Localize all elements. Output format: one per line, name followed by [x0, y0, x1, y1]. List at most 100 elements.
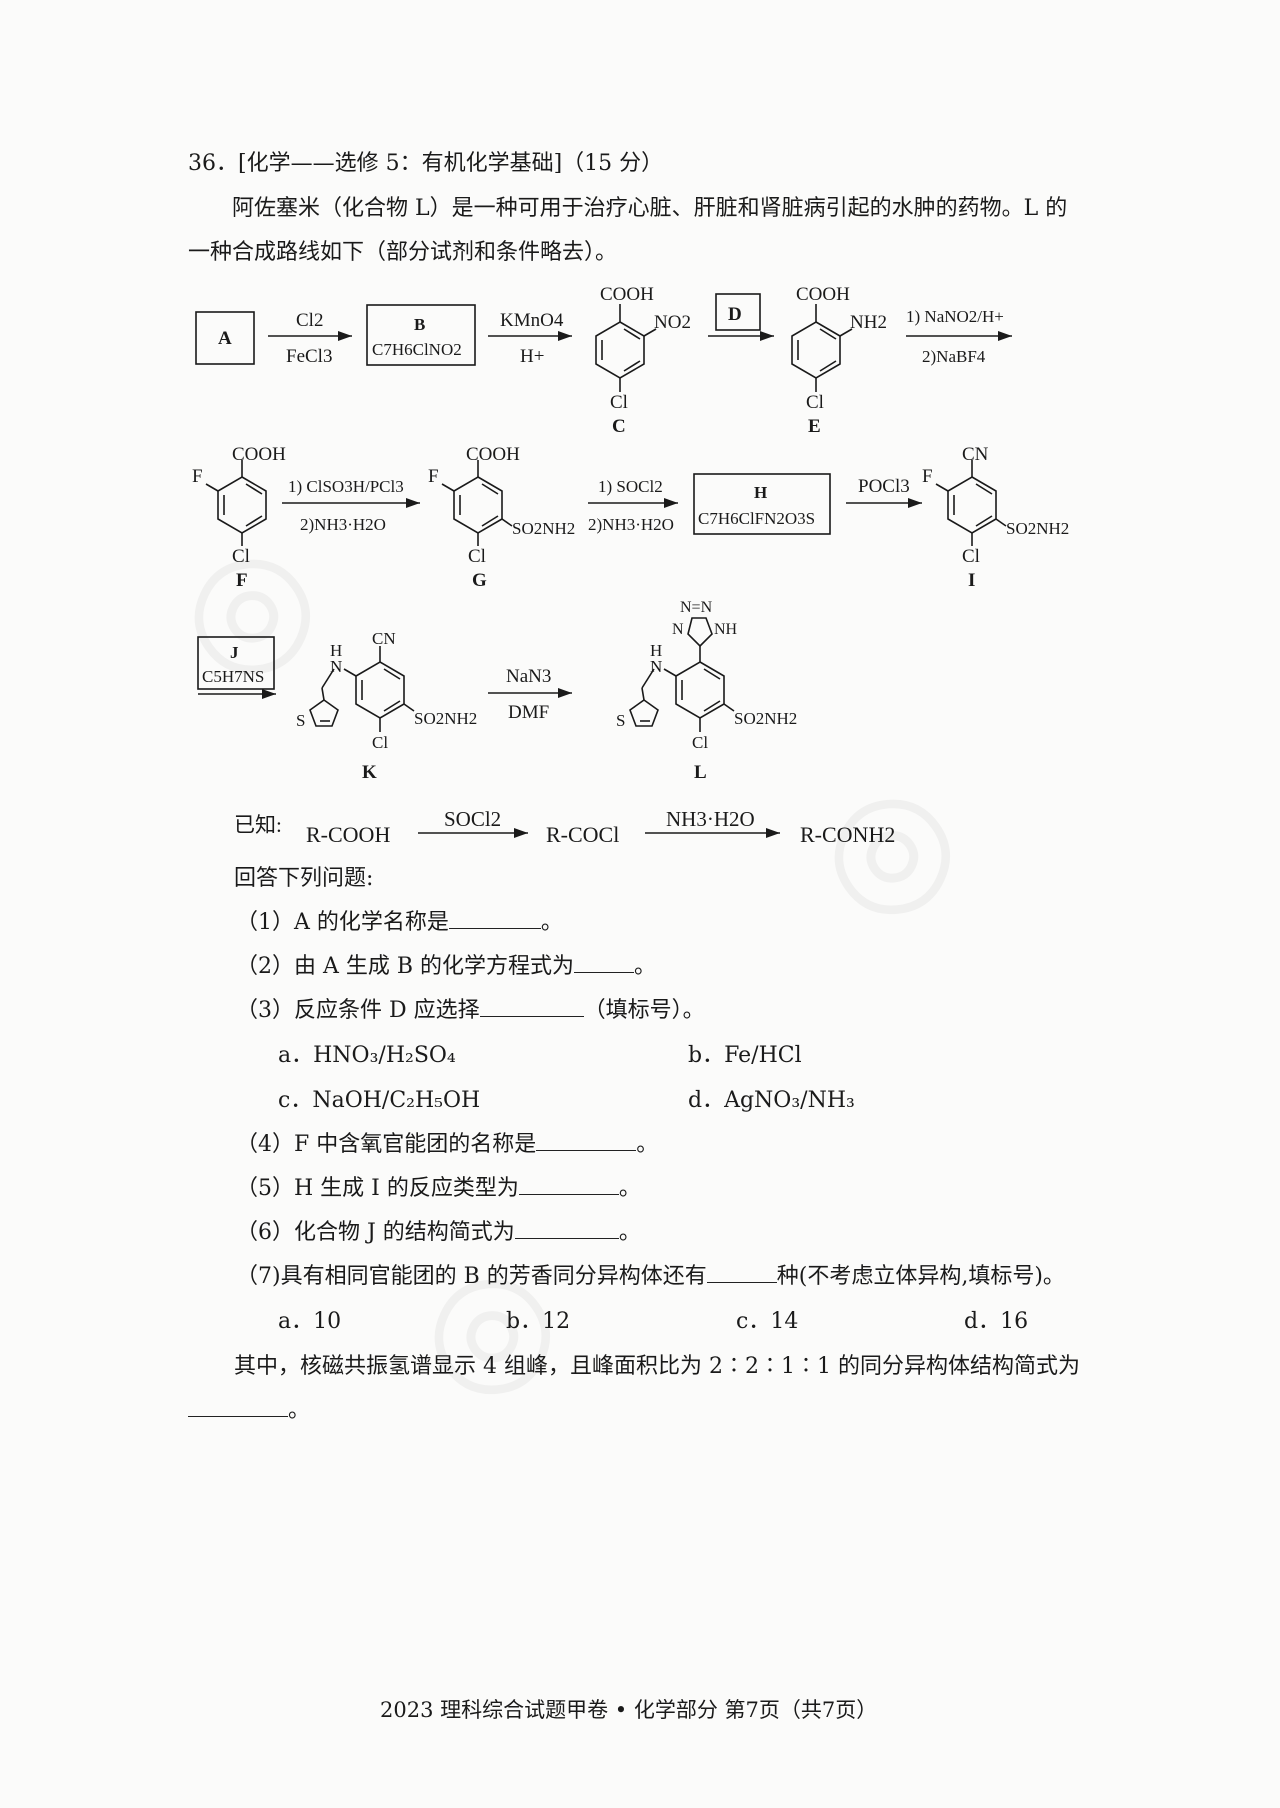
compound-A-label: A	[218, 328, 232, 349]
known-end: R-CONH2	[800, 822, 895, 847]
compound-C-label: C	[612, 416, 626, 437]
step-KL-top: NaN3	[506, 666, 551, 687]
answer-blank-5[interactable]	[518, 1193, 619, 1195]
intro-line-1: 阿佐塞米（化合物 L）是一种可用于治疗心脏、肝脏和肾脏病引起的水肿的药物。L 的	[232, 196, 1068, 221]
group-N-L: N	[650, 657, 662, 676]
answer-blank-6[interactable]	[514, 1237, 619, 1239]
q3-option-d: d．AgNO₃/NH₃	[688, 1088, 855, 1113]
step-AB-top: Cl2	[296, 310, 323, 331]
question-5: （5）H 生成 I 的反应类型为。	[236, 1176, 641, 1201]
compound-B-formula: C7H6ClNO2	[372, 340, 462, 359]
compound-F-label: F	[236, 570, 248, 591]
reagent-J-formula: C5H7NS	[202, 667, 264, 686]
q3-option-a: a．HNO₃/H₂SO₄	[278, 1043, 456, 1068]
answer-blank-8[interactable]	[188, 1415, 288, 1417]
question-header: 36．[化学——选修 5：有机化学基础]（15 分）	[188, 151, 664, 176]
compound-K-label: K	[362, 762, 377, 783]
question-2-text: （2）由 A 生成 B 的化学方程式为	[236, 954, 575, 979]
question-4-text: （4）F 中含氧官能团的名称是	[236, 1132, 537, 1157]
answer-blank-7[interactable]	[706, 1281, 777, 1283]
group-Cl-K: Cl	[372, 733, 388, 752]
answer-blank-1[interactable]	[448, 927, 541, 929]
q7-option-b: b．12	[506, 1309, 571, 1334]
question-3-text: （3）反应条件 D 应选择	[236, 998, 480, 1023]
group-Cl-I: Cl	[962, 546, 980, 567]
reagent-J-label: J	[230, 643, 239, 662]
group-SO2NH2-K: SO2NH2	[414, 709, 477, 728]
question-6: （6）化合物 J 的结构简式为。	[236, 1220, 641, 1245]
reagent-D-box	[715, 293, 761, 331]
compound-I-label: I	[968, 570, 975, 591]
group-COOH-F: COOH	[232, 444, 286, 465]
compound-A-box	[195, 311, 255, 365]
question-7-extra-answer: 。	[188, 1400, 310, 1422]
known-mid: R-COCl	[546, 822, 619, 847]
group-SO2NH2-I: SO2NH2	[1006, 519, 1069, 538]
step-BC-bottom: H+	[520, 346, 544, 367]
q3-option-c: c．NaOH/C₂H₅OH	[278, 1088, 481, 1113]
group-NO2: NO2	[654, 312, 691, 333]
step-HI-top: POCl3	[858, 476, 910, 497]
step-FG-bottom: 2)NH3·H2O	[300, 515, 386, 534]
compound-H-box	[693, 473, 831, 535]
reagent-J-box	[197, 636, 275, 690]
known-start: R-COOH	[306, 822, 390, 847]
compound-B-label: B	[414, 315, 425, 334]
group-Cl-G: Cl	[468, 546, 486, 567]
q7-option-c: c．14	[736, 1309, 799, 1334]
q3-option-b: b．Fe/HCl	[688, 1043, 802, 1068]
group-CN-K: CN	[372, 629, 396, 648]
step-AB-bottom: FeCl3	[286, 346, 332, 367]
question-3: （3）反应条件 D 应选择（填标号）。	[236, 1000, 705, 1022]
page-footer: 2023 理科综合试题甲卷 • 化学部分 第7页（共7页）	[380, 1698, 878, 1722]
group-tetrazole-N: N	[672, 621, 684, 638]
group-tetrazole-NH: NH	[714, 621, 738, 638]
group-H-L: H	[650, 641, 662, 660]
question-2: （2）由 A 生成 B 的化学方程式为。	[236, 954, 657, 979]
question-6-text: （6）化合物 J 的结构简式为	[236, 1220, 515, 1245]
compound-H-label: H	[754, 483, 767, 502]
compound-L-label: L	[694, 762, 707, 783]
group-S-L: S	[616, 711, 625, 730]
question-4: （4）F 中含氧官能团的名称是。	[236, 1132, 659, 1157]
q7-option-a: a．10	[278, 1309, 342, 1334]
step-BC-top: KMnO4	[500, 310, 564, 331]
group-CN-I: CN	[962, 444, 989, 465]
reagent-D-label: D	[728, 304, 742, 325]
question-7-text: （7)具有相同官能团的 B 的芳香同分异构体还有	[236, 1264, 707, 1289]
question-1-text: （1）A 的化学名称是	[236, 910, 449, 935]
synthesis-scheme: A B C7H6ClNO2 Cl2 FeCl3 KMnO4 H+ COOH NO…	[192, 284, 1069, 847]
group-S-K: S	[296, 711, 305, 730]
q7-option-d: d．16	[964, 1309, 1029, 1334]
group-COOH-C: COOH	[600, 284, 654, 305]
group-F-I: F	[922, 466, 933, 487]
group-F-F: F	[192, 466, 203, 487]
answer-blank-2[interactable]	[574, 971, 635, 973]
group-Cl-E: Cl	[806, 392, 824, 413]
known-reagent1: SOCl2	[444, 807, 501, 831]
intro-line-2: 一种合成路线如下（部分试剂和条件略去）。	[188, 240, 618, 265]
question-5-text: （5）H 生成 I 的反应类型为	[236, 1176, 519, 1201]
answer-blank-3[interactable]	[479, 1015, 584, 1017]
step-EF-top: 1) NaNO2/H+	[906, 307, 1004, 326]
group-Cl-F: Cl	[232, 546, 250, 567]
group-SO2NH2-G: SO2NH2	[512, 519, 575, 538]
step-KL-bottom: DMF	[508, 702, 549, 723]
group-F-G: F	[428, 466, 439, 487]
step-FG-top: 1) ClSO3H/PCl3	[288, 477, 404, 496]
question-7: （7)具有相同官能团的 B 的芳香同分异构体还有种(不考虑立体异构,填标号)。	[236, 1266, 1065, 1288]
step-EF-bottom: 2)NaBF4	[922, 347, 986, 366]
group-SO2NH2-L: SO2NH2	[734, 709, 797, 728]
compound-G-label: G	[472, 570, 487, 591]
compound-E-label: E	[808, 416, 821, 437]
question-7-extra: 其中，核磁共振氢谱显示 4 组峰，且峰面积比为 2∶2∶1∶1 的同分异构体结构…	[234, 1354, 1080, 1379]
question-1: （1）A 的化学名称是。	[236, 910, 563, 935]
compound-H-formula: C7H6ClFN2O3S	[698, 509, 815, 528]
step-GH-top: 1) SOCl2	[598, 477, 663, 496]
answer-blank-4[interactable]	[536, 1149, 637, 1151]
group-H-K: H	[330, 641, 342, 660]
group-COOH-E: COOH	[796, 284, 850, 305]
answer-heading: 回答下列问题:	[234, 866, 374, 891]
known-label: 已知:	[234, 813, 282, 837]
compound-B-box	[366, 304, 476, 366]
